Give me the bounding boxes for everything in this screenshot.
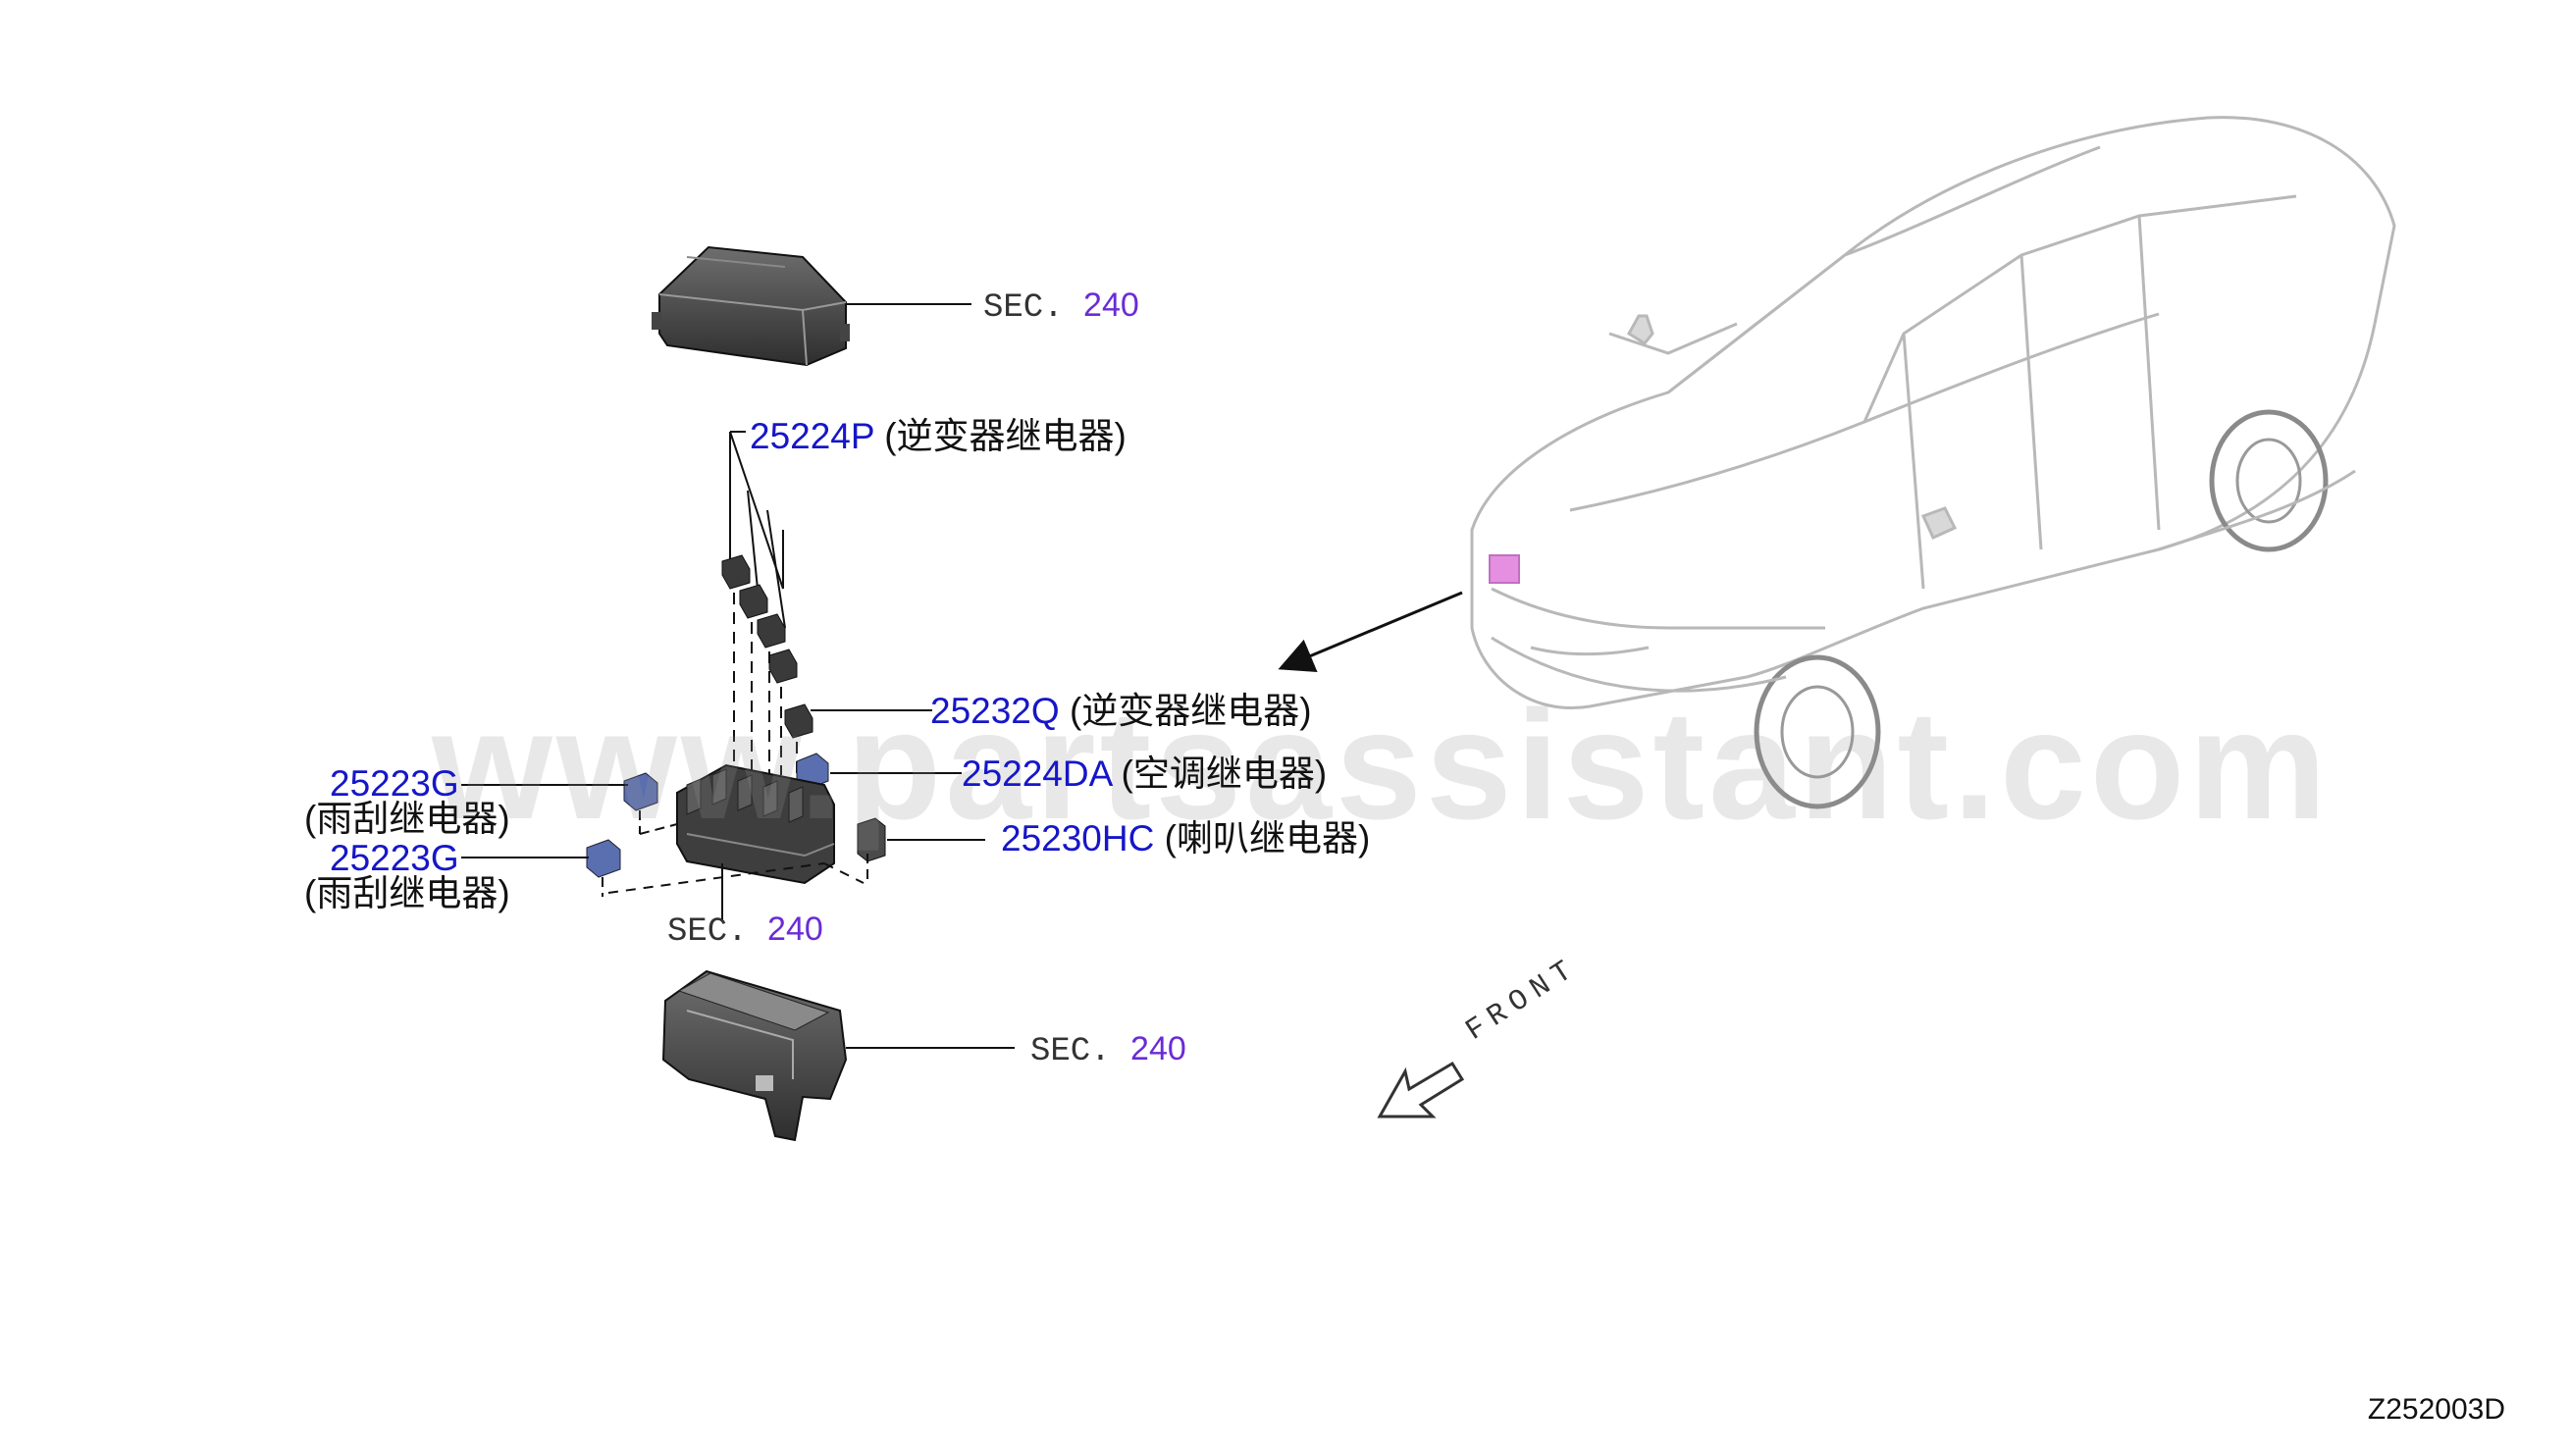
part-number-link[interactable]: 25224P (750, 416, 874, 456)
relay-25223g-lower[interactable] (586, 839, 621, 897)
fuse-box-housing[interactable] (661, 969, 848, 1142)
fuse-block[interactable] (676, 763, 835, 885)
front-arrow-icon (1377, 1061, 1465, 1118)
sec-prefix: SEC. (1030, 1033, 1111, 1070)
part-number-link[interactable]: 25223G (330, 763, 459, 804)
relay-25230hc[interactable] (857, 817, 886, 883)
leader-line (607, 862, 825, 894)
fuse-location-highlight (1489, 554, 1520, 584)
part-name: (空调继电器) (1121, 754, 1328, 794)
location-arrow (1278, 591, 1463, 673)
part-number-link[interactable]: 25230HC (1001, 818, 1155, 858)
part-name: (逆变器继电器) (884, 416, 1127, 456)
relay-25223g-upper[interactable] (623, 772, 678, 835)
sec-ref-top: SEC. 240 (983, 288, 1139, 325)
figure-code: Z252003D (2367, 1393, 2505, 1426)
callout-25224da: 25224DA (空调继电器) (962, 755, 1327, 792)
part-number-link[interactable]: 25224DA (962, 754, 1112, 794)
part-name: (逆变器继电器) (1069, 691, 1312, 731)
callout-25223g-lower-name: (雨刮继电器) (304, 875, 510, 911)
sec-prefix: SEC. (667, 913, 748, 951)
sec-ref-bottom: SEC. 240 (1030, 1032, 1186, 1068)
part-name: (雨刮继电器) (304, 799, 510, 839)
callout-25223g-upper-name: (雨刮继电器) (304, 801, 510, 837)
part-number-link[interactable]: 25232Q (930, 691, 1060, 731)
sec-ref-middle: SEC. 240 (667, 912, 823, 949)
sec-prefix: SEC. (983, 289, 1064, 327)
callout-25223g-lower-number: 25223G (330, 840, 459, 876)
part-name: (喇叭继电器) (1164, 818, 1371, 858)
part-number-link[interactable]: 25223G (330, 838, 459, 878)
callout-25223g-upper-number: 25223G (330, 765, 459, 802)
vehicle-illustration (1470, 116, 2396, 809)
relay-stack-25224p[interactable] (721, 431, 813, 785)
fuse-box-cover[interactable] (652, 245, 850, 367)
sec-number-link[interactable]: 240 (767, 910, 823, 948)
callout-25224p: 25224P (逆变器继电器) (750, 418, 1127, 454)
sec-number-link[interactable]: 240 (1130, 1030, 1186, 1067)
sec-number-link[interactable]: 240 (1083, 286, 1139, 324)
part-name: (雨刮继电器) (304, 873, 510, 913)
watermark: www.partsassistant.com (432, 679, 2331, 852)
callout-25230hc: 25230HC (喇叭继电器) (1001, 820, 1370, 857)
leader-line (823, 862, 865, 884)
callout-25232q: 25232Q (逆变器继电器) (930, 693, 1312, 729)
